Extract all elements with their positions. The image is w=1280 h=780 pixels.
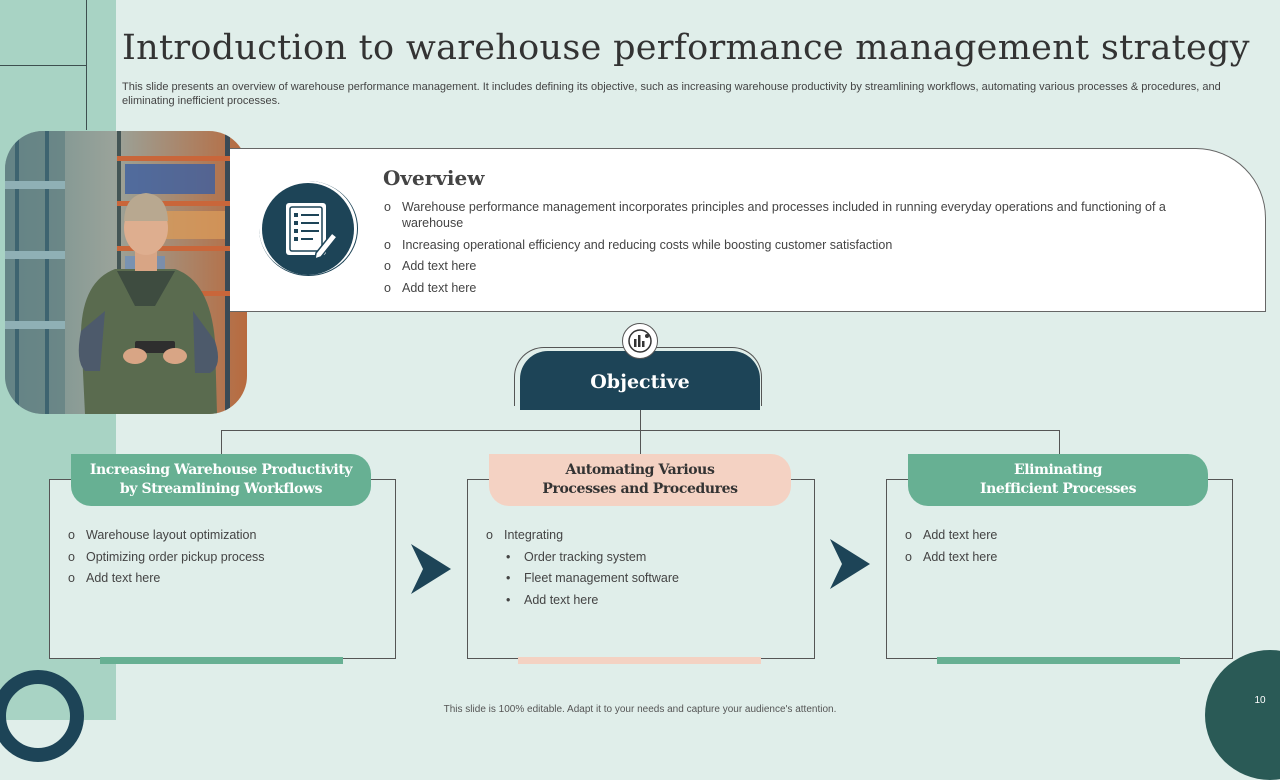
list-subitem: • Add text here: [486, 592, 806, 608]
circle-bullet-icon: o: [384, 259, 391, 273]
list-item: o Integrating: [486, 527, 806, 543]
circle-bullet-icon: o: [905, 549, 912, 564]
list-item: o Add text here: [905, 527, 1225, 543]
list-item-text: Add text here: [923, 549, 998, 564]
objective-box: Objective: [520, 351, 760, 410]
overview-icon-ring: [259, 181, 358, 276]
slide-number: 10: [1254, 695, 1266, 706]
decor-circle: [1205, 650, 1280, 780]
decor-horizontal-line: [0, 65, 87, 66]
list-item-text: Add text here: [402, 280, 477, 295]
list-item-text: Add text here: [86, 571, 161, 585]
list-item-text: Add text here: [402, 259, 477, 273]
automation-card-heading: Automating Various Processes and Procedu…: [489, 454, 791, 506]
automation-card: [467, 479, 815, 659]
card-accent-bar: [937, 657, 1180, 664]
decor-ring: [0, 670, 84, 762]
arrow-right-icon: [830, 539, 870, 589]
list-item-text: Increasing operational efficiency and re…: [402, 237, 893, 252]
inefficiency-card-heading: Eliminating Inefficient Processes: [908, 454, 1208, 506]
automation-card-list: o Integrating • Order tracking system • Fle…: [486, 527, 806, 613]
card-accent-bar: [518, 657, 761, 664]
connector-line: [640, 410, 641, 430]
productivity-card: [49, 479, 396, 659]
chart-analytics-icon: [622, 323, 658, 359]
list-item: o Add text here: [68, 570, 388, 586]
list-item-text: Add text here: [524, 592, 599, 607]
connector-line: [1059, 430, 1060, 455]
list-item-text: Integrating: [504, 528, 564, 542]
arrow-right-icon: [411, 544, 451, 594]
list-item: o Add text here: [384, 258, 1194, 274]
document-edit-icon: [262, 183, 354, 275]
list-item: o Add text here: [384, 280, 1194, 296]
dot-bullet-icon: •: [506, 571, 511, 585]
list-item: o Increasing operational efficiency and r…: [384, 237, 1194, 253]
dot-bullet-icon: •: [506, 592, 511, 607]
list-subitem: • Order tracking system: [486, 549, 806, 565]
circle-bullet-icon: o: [486, 528, 493, 542]
circle-bullet-icon: o: [384, 237, 391, 252]
footer-note: This slide is 100% editable. Adapt it to…: [443, 704, 837, 715]
warehouse-worker-photo: [5, 131, 247, 414]
list-subitem: • Fleet management software: [486, 570, 806, 586]
page-subtitle: This slide presents an overview of wareh…: [122, 81, 1221, 107]
overview-list: o Warehouse performance management incorp…: [384, 199, 1194, 301]
overview-heading: Overview: [383, 166, 485, 190]
list-item-text: Fleet management software: [524, 571, 679, 585]
connector-line: [640, 430, 641, 455]
circle-bullet-icon: o: [68, 549, 75, 564]
page-title: Introduction to warehouse performance ma…: [122, 28, 1250, 68]
circle-bullet-icon: o: [905, 528, 912, 542]
productivity-card-heading: Increasing Warehouse Productivity by Str…: [71, 454, 371, 506]
list-item-text: Warehouse layout optimization: [86, 528, 257, 542]
list-item: o Warehouse layout optimization: [68, 527, 388, 543]
list-item: o Warehouse performance management incorp…: [384, 199, 1194, 231]
circle-bullet-icon: o: [68, 528, 75, 542]
list-item-text: Warehouse performance management incorpo…: [402, 200, 1166, 230]
circle-bullet-icon: o: [384, 200, 391, 214]
dot-bullet-icon: •: [506, 549, 511, 564]
list-item-text: Add text here: [923, 528, 998, 542]
list-item-text: Optimizing order pickup process: [86, 549, 265, 564]
card-accent-bar: [100, 657, 343, 664]
circle-bullet-icon: o: [384, 280, 391, 295]
circle-bullet-icon: o: [68, 571, 75, 585]
connector-line: [221, 430, 222, 455]
list-item: o Add text here: [905, 549, 1225, 565]
overview-panel: [230, 148, 1266, 312]
list-item-text: Order tracking system: [524, 549, 647, 564]
list-item: o Optimizing order pickup process: [68, 549, 388, 565]
